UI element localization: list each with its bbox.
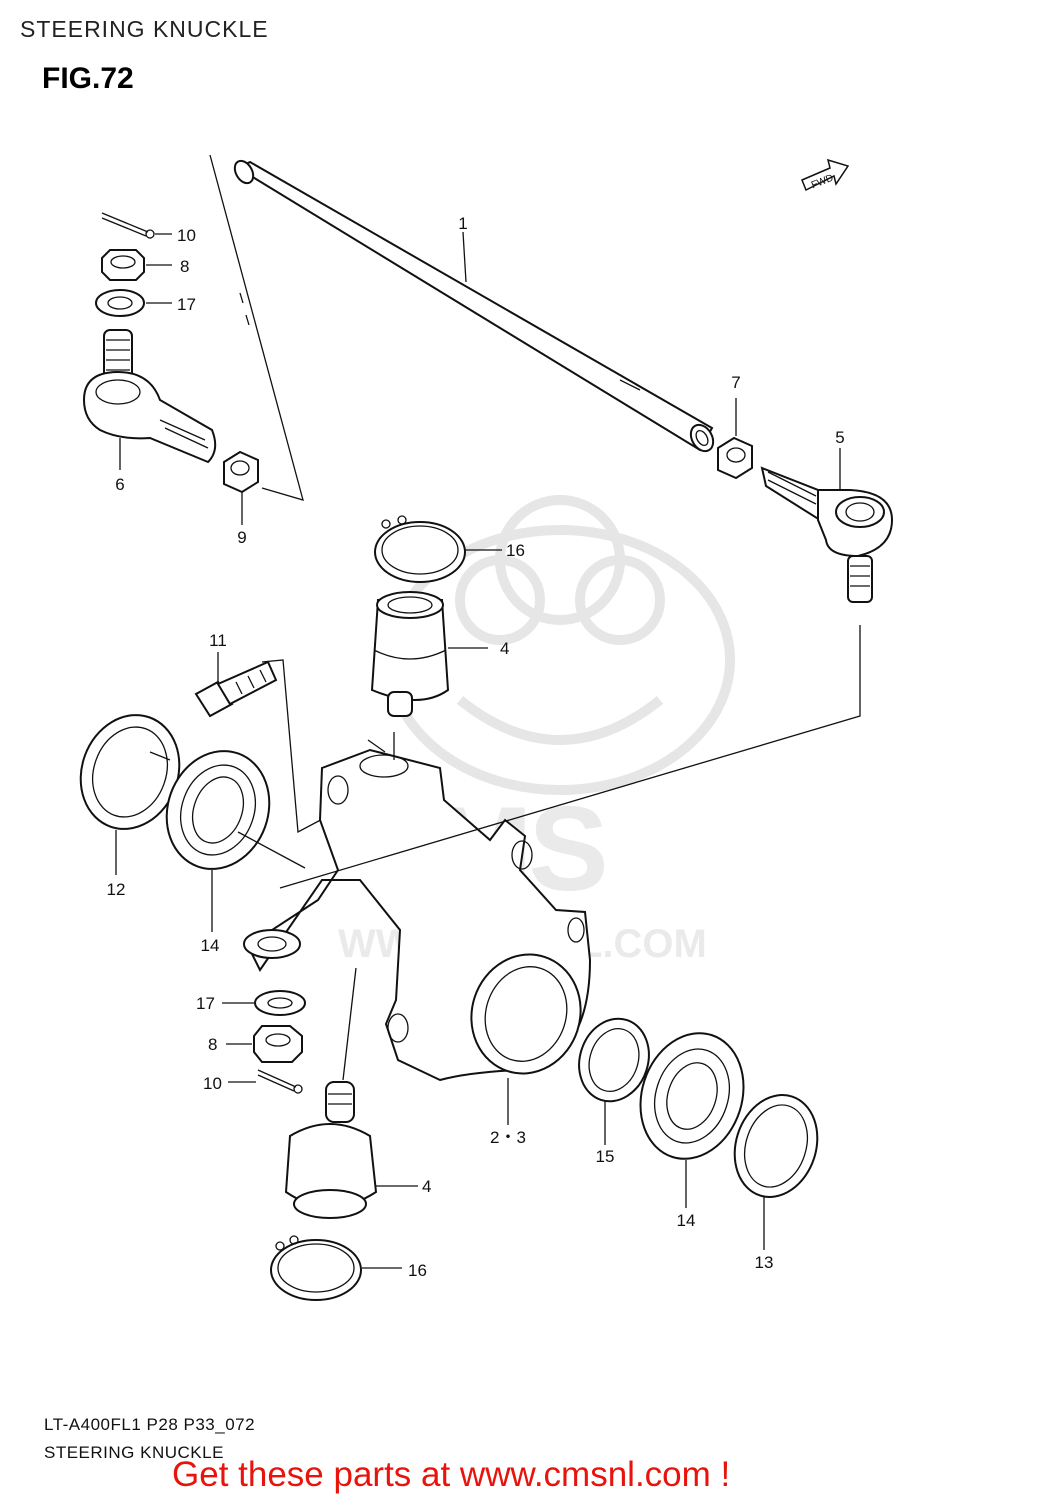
circlip-upper[interactable]	[374, 515, 466, 583]
callout-oil-seal-left: 12	[107, 880, 126, 899]
callout-cotter-pin-lower: 10	[203, 1074, 222, 1093]
ball-joint-upper[interactable]	[370, 591, 450, 717]
washer-lower[interactable]	[254, 990, 306, 1016]
get-parts-link[interactable]: Get these parts at www.cmsnl.com !	[172, 1455, 731, 1494]
callout-bearing-left: 14	[201, 936, 220, 955]
bolt[interactable]	[194, 660, 278, 718]
tie-rod-end-right[interactable]	[760, 466, 894, 603]
castle-nut-top[interactable]	[101, 249, 145, 281]
callout-lock-nut-right: 7	[731, 373, 740, 392]
callout-circlip-upper: 16	[506, 541, 525, 560]
figure-label: FIG.72	[42, 62, 134, 95]
leader-lines	[115, 231, 841, 1269]
ball-joint-lower[interactable]	[284, 1081, 378, 1219]
steering-knuckle[interactable]	[243, 748, 596, 1088]
callout-spacer: 15	[596, 1147, 615, 1166]
page-title: STEERING KNUCKLE	[20, 16, 269, 42]
lock-nut-left[interactable]	[223, 450, 259, 494]
cotter-pin-lower[interactable]	[257, 1069, 303, 1094]
callout-tie-rod-end-right: 5	[835, 428, 844, 447]
model-code: LT-A400FL1 P28 P33_072	[44, 1415, 256, 1434]
tie-rod[interactable]	[231, 158, 718, 456]
callout-castle-nut-top: 8	[180, 257, 189, 276]
callout-ball-joint-upper: 4	[500, 639, 509, 658]
callout-lock-nut-left: 9	[237, 528, 246, 547]
callout-labels: 1 2・3 4 4 5 6 7 8 8 9 10 10 11 12 13 14 …	[107, 214, 845, 1280]
callout-castle-nut-lower: 8	[208, 1035, 217, 1054]
bearing-left[interactable]	[150, 737, 285, 884]
spacer[interactable]	[569, 1010, 660, 1111]
callout-circlip-lower: 16	[408, 1261, 427, 1280]
callout-tie-rod: 1	[458, 214, 467, 233]
callout-bearing-right: 14	[677, 1211, 696, 1230]
callout-ball-joint-lower: 4	[422, 1177, 431, 1196]
bearing-right[interactable]	[625, 1020, 760, 1173]
footer-title: STEERING KNUCKLE	[44, 1443, 224, 1462]
callout-tie-rod-end-left: 6	[115, 475, 124, 494]
callout-oil-seal-right: 13	[755, 1253, 774, 1272]
circlip-lower[interactable]	[270, 1235, 362, 1301]
cotter-pin-top[interactable]	[101, 212, 155, 239]
fwd-arrow-icon: FWD	[801, 158, 850, 191]
lock-nut-right[interactable]	[717, 436, 753, 480]
castle-nut-lower[interactable]	[253, 1025, 303, 1063]
callout-washer-lower: 17	[196, 994, 215, 1013]
callout-cotter-pin-top: 10	[177, 226, 196, 245]
tie-rod-end-left[interactable]	[82, 329, 217, 464]
callout-bolt: 11	[209, 631, 227, 650]
callout-washer-top: 17	[177, 295, 196, 314]
washer-top[interactable]	[95, 289, 145, 317]
callout-knuckle: 2・3	[490, 1128, 526, 1147]
oil-seal-right[interactable]	[722, 1084, 830, 1208]
